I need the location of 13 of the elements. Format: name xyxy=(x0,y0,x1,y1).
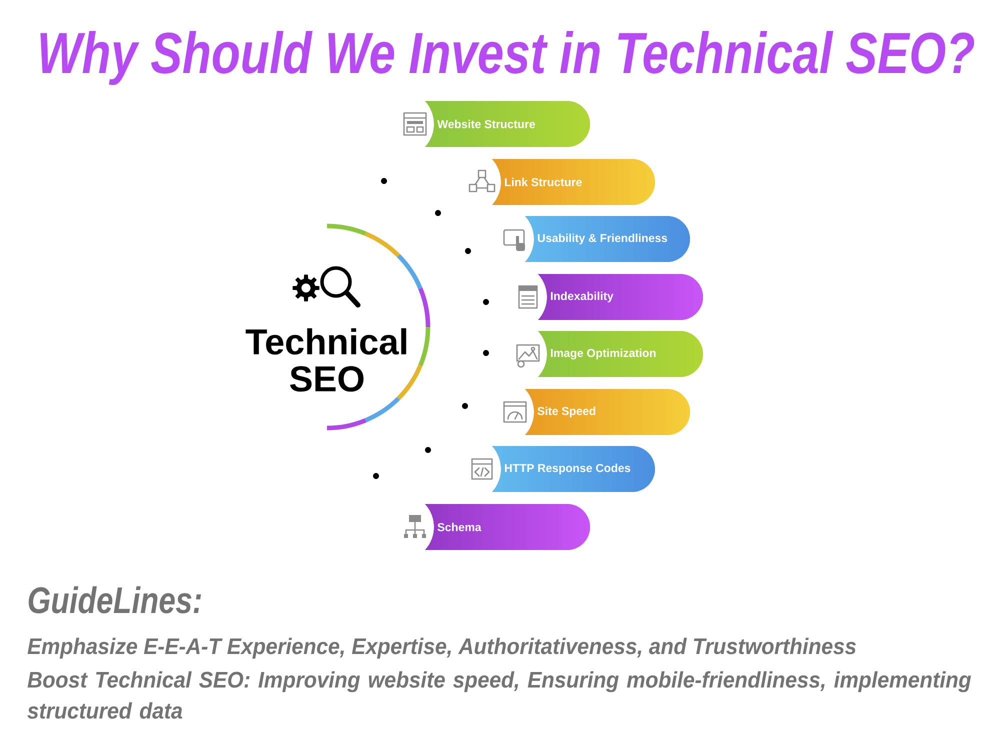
note-text: Emphasize E-E-A-T Experience, Expertise, Authoritativeness, and Trustworthiness xyxy=(28,638,856,659)
title: Why Should We Invest in Technical SEO? xyxy=(40,30,974,86)
pill-label: Link Structure xyxy=(504,178,582,186)
subheading: GuideLines: xyxy=(28,586,201,614)
pill-label: HTTP Response Codes xyxy=(504,464,630,474)
center-label: Technical SEO xyxy=(246,328,406,392)
pill-label: Website Structure xyxy=(437,120,535,128)
pill-label: Usability & Friendliness xyxy=(538,234,668,244)
note-text: Boost Technical SEO: Improving website speed, Ensuring mobile-friendliness, implementing structured data xyxy=(27,671,972,719)
pill-label: Image Optimization xyxy=(550,348,656,360)
pill-label: Schema xyxy=(438,522,482,532)
pill-label: Site Speed xyxy=(538,406,596,418)
pill-label: Indexability xyxy=(550,292,614,302)
